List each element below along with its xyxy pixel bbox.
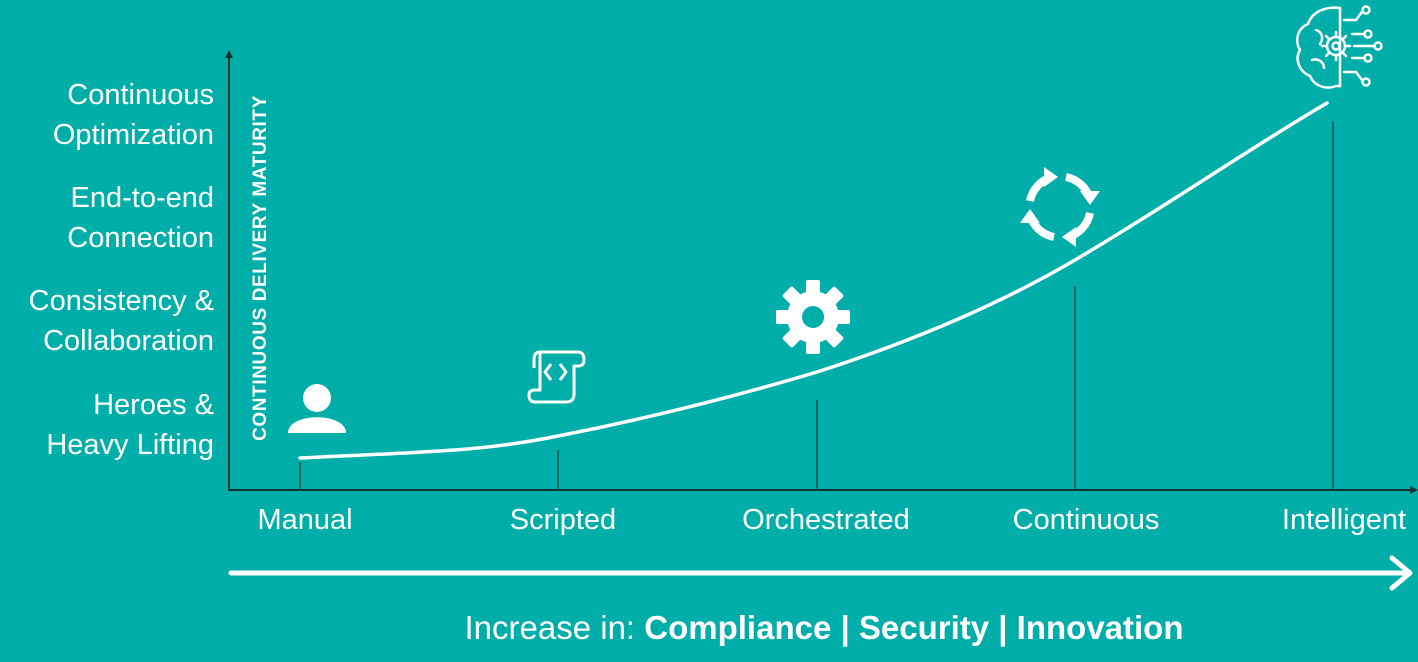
y-level-1-line1: Heroes & [93,389,214,421]
progress-arrowhead [1389,555,1413,591]
y-level-3: End-to-end Connection [67,178,214,258]
y-level-1: Heroes & Heavy Lifting [46,385,214,465]
x-axis-arrowhead [1410,486,1418,494]
y-level-2-line2: Collaboration [43,325,214,357]
stage-label-continuous: Continuous [1012,504,1160,536]
ai-brain-icon [1296,5,1383,89]
y-level-4: Continuous Optimization [53,75,214,155]
y-level-2-line1: Consistency & [28,285,214,317]
y-level-3-line2: Connection [67,222,214,254]
y-level-2: Consistency & Collaboration [29,281,214,361]
footer-lead: Increase in: [464,609,645,646]
stage-label-intelligent: Intelligent [1281,504,1407,536]
y-level-1-line2: Heavy Lifting [46,429,214,461]
footer-caption: Increase in: Compliance | Security | Inn… [0,606,1418,650]
maturity-curve [298,101,1329,460]
footer-emphasis: Compliance | Security | Innovation [644,609,1184,646]
gear-icon [776,280,850,354]
y-level-4-line1: Continuous [67,79,214,111]
stage-label-manual: Manual [257,504,353,536]
refresh-cycle-icon [1020,167,1100,247]
y-axis-arrowhead [225,50,233,58]
stage-label-orchestrated: Orchestrated [742,504,910,536]
person-icon [288,384,346,433]
y-level-4-line2: Optimization [52,119,214,151]
stage-label-scripted: Scripted [509,504,617,536]
y-level-3-line1: End-to-end [70,182,215,214]
script-icon [527,350,586,404]
